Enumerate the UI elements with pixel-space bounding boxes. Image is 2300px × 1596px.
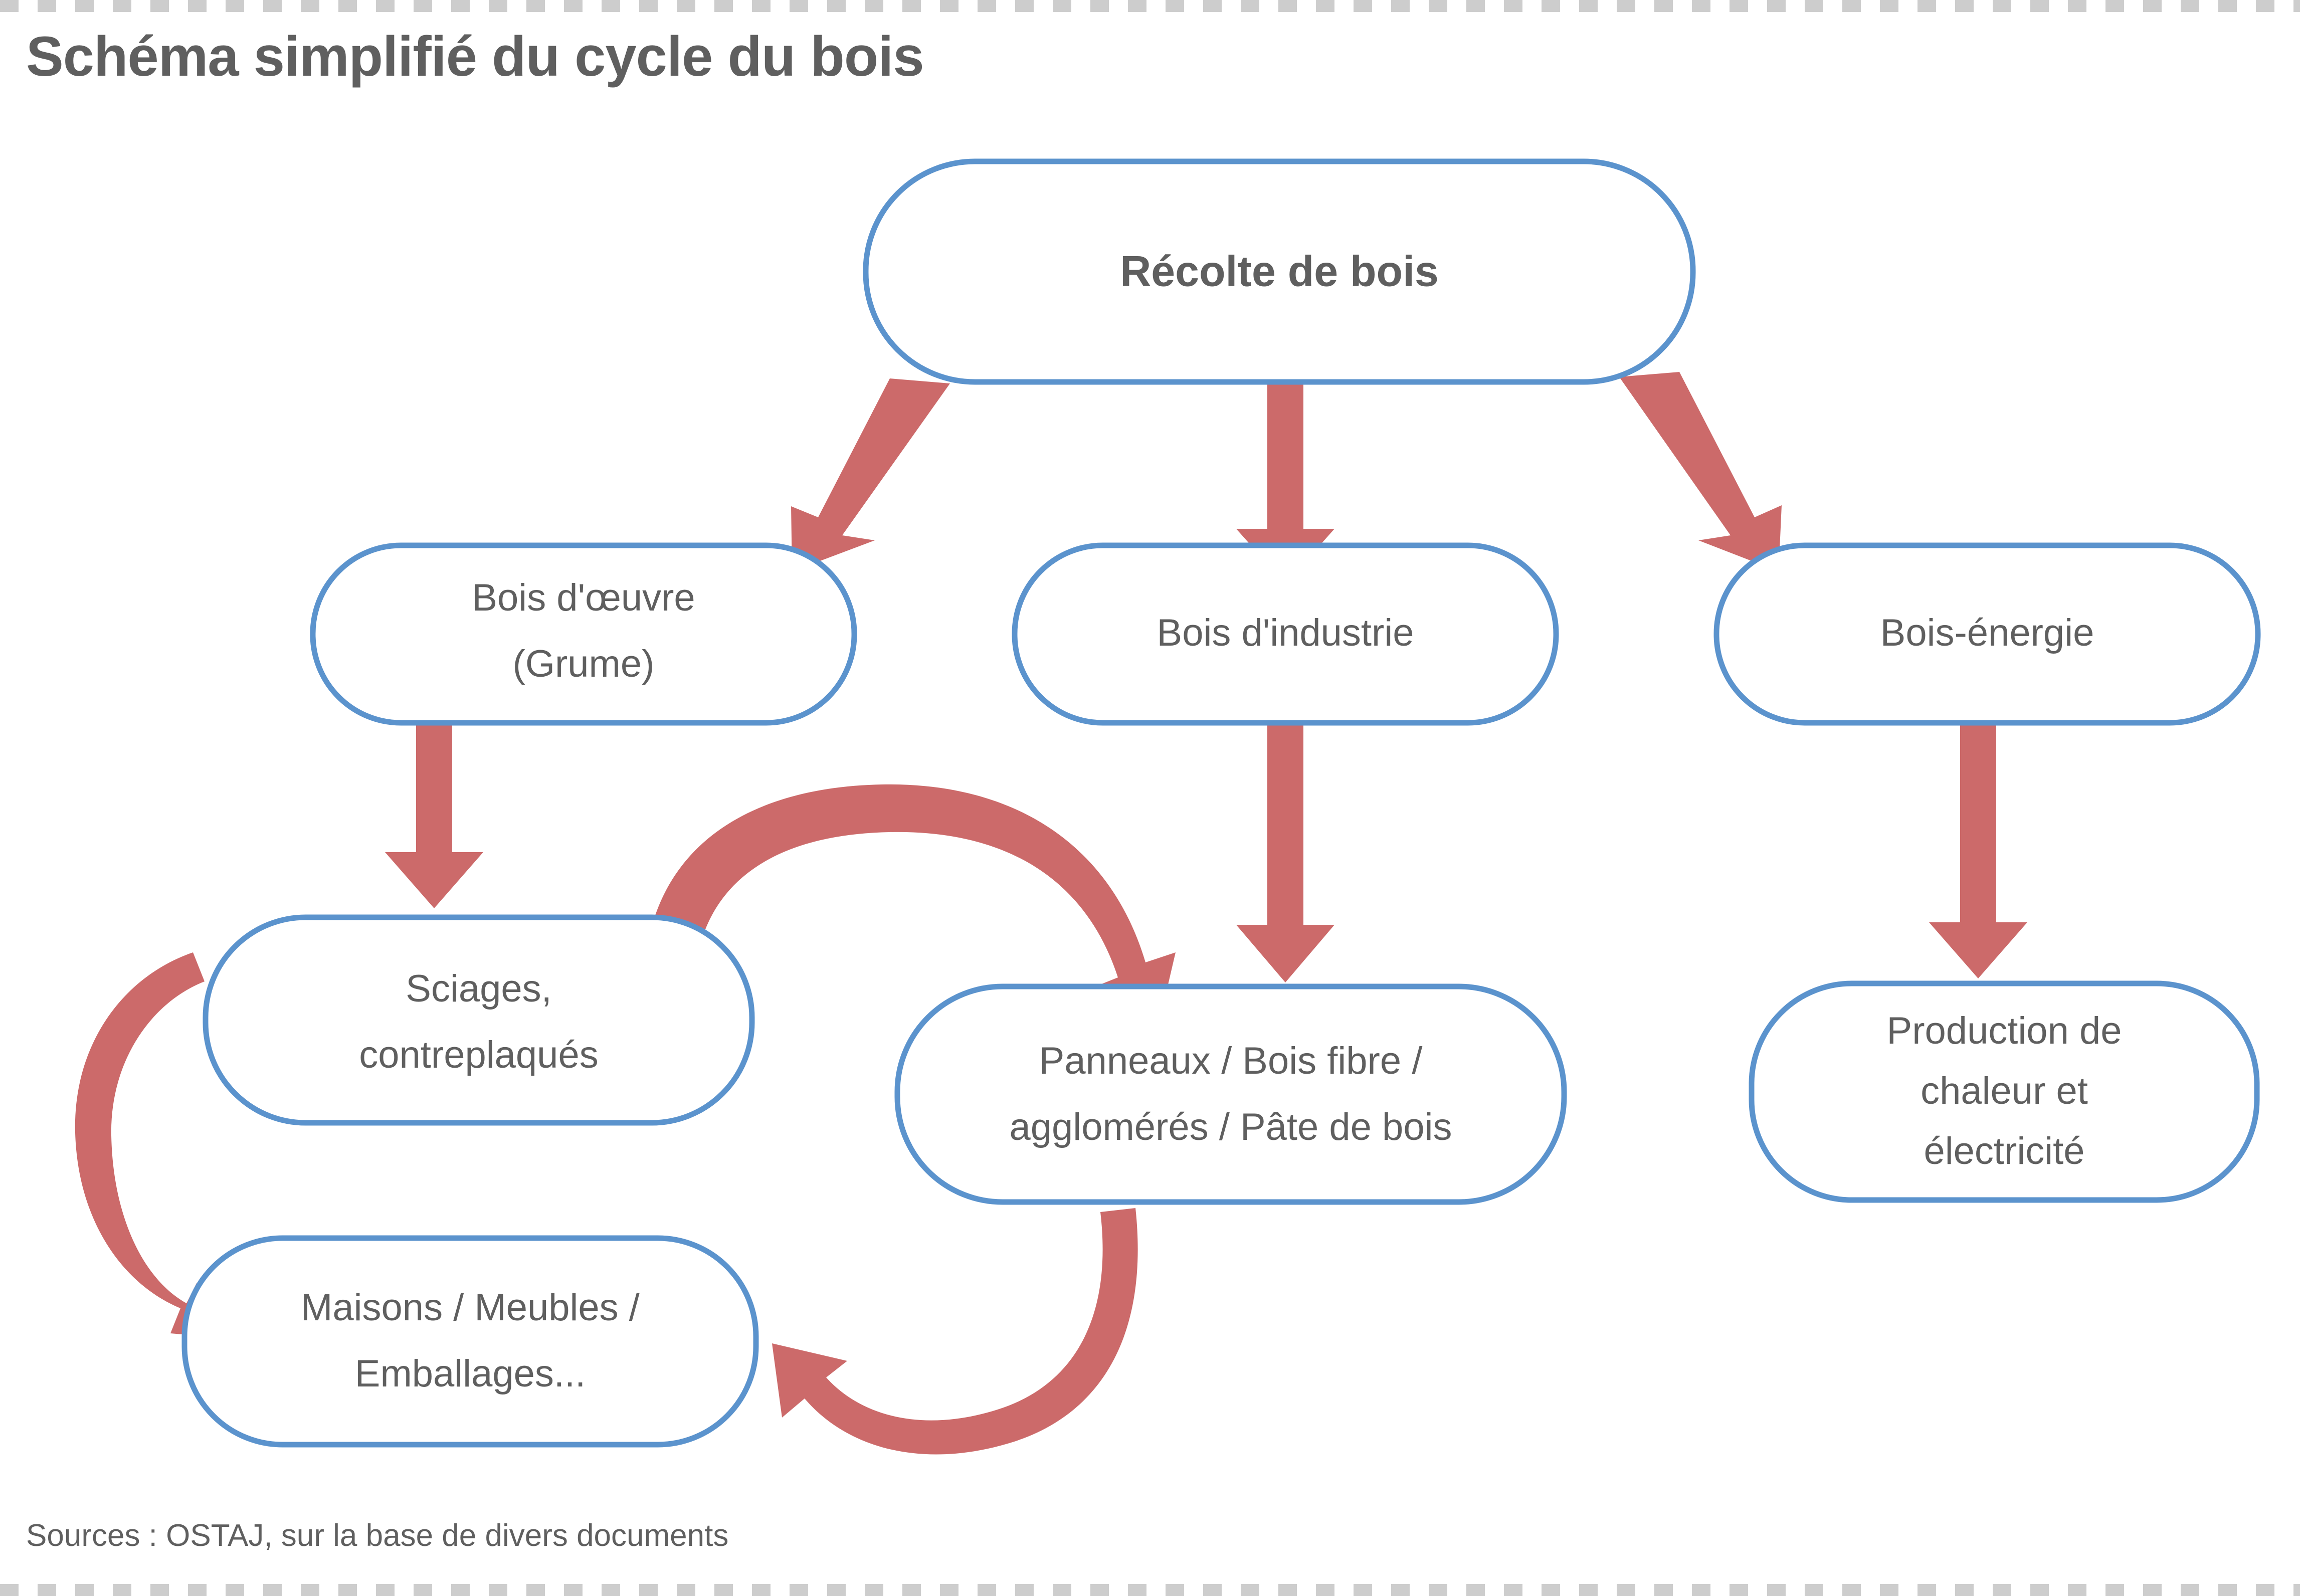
node-bois-doeuvre[interactable]: Bois d'œuvre (Grume)	[310, 542, 857, 726]
arrow-industrie-to-panneaux	[1236, 714, 1334, 982]
source-note: Sources : OSTAJ, sur la base de divers d…	[26, 1518, 729, 1553]
node-sciages-contreplaques[interactable]: Sciages, contreplaqués	[203, 914, 755, 1126]
node-oeuvre-label-line2: (Grume)	[513, 643, 655, 685]
arrow-oeuvre-to-sciages	[385, 714, 483, 908]
page-title: Schéma simplifié du cycle du bois	[26, 25, 924, 88]
arrow-energie-to-production	[1929, 714, 2027, 978]
top-border-pattern	[0, 0, 2300, 12]
arrow-recolte-to-energie	[1619, 372, 1782, 571]
arrow-sciages-to-maisons	[75, 952, 241, 1339]
node-maisons-meubles-emballages[interactable]: Maisons / Meubles / Emballages...	[181, 1235, 759, 1448]
node-production-label-line1: Production de	[1887, 1010, 2122, 1052]
node-recolte-de-bois[interactable]: Récolte de bois	[863, 158, 1696, 385]
node-maisons-label-line2: Emballages...	[355, 1352, 586, 1395]
node-sciages-label-line1: Sciages,	[406, 967, 552, 1010]
node-production-label-line2: chaleur et	[1921, 1070, 2088, 1112]
node-industrie-label: Bois d'industrie	[1157, 612, 1414, 654]
node-energie-label: Bois-énergie	[1880, 612, 2094, 654]
node-production-label-line3: électricité	[1924, 1130, 2085, 1172]
node-bois-dindustrie[interactable]: Bois d'industrie	[1012, 542, 1559, 726]
node-maisons-label-line1: Maisons / Meubles /	[301, 1286, 640, 1329]
arrow-recolte-to-industrie	[1236, 378, 1334, 584]
node-sciages-label-line2: contreplaqués	[359, 1034, 598, 1076]
bottom-border-pattern	[0, 1584, 2300, 1596]
arrow-recolte-to-oeuvre	[791, 378, 950, 571]
node-panneaux-label-line2: agglomérés / Pâte de bois	[1010, 1106, 1452, 1148]
node-oeuvre-label-line1: Bois d'œuvre	[472, 576, 695, 619]
node-panneaux-bois-fibre[interactable]: Panneaux / Bois fibre / agglomérés / Pât…	[894, 983, 1567, 1205]
node-production-chaleur-electricite[interactable]: Production de chaleur et électricité	[1749, 980, 2260, 1203]
node-panneaux-label-line1: Panneaux / Bois fibre /	[1039, 1040, 1423, 1082]
node-recolte-label: Récolte de bois	[1120, 248, 1439, 296]
node-bois-energie[interactable]: Bois-énergie	[1713, 542, 2261, 726]
arrow-sciages-to-panneaux	[644, 784, 1176, 1028]
arrow-panneaux-to-maisons	[772, 1208, 1138, 1455]
